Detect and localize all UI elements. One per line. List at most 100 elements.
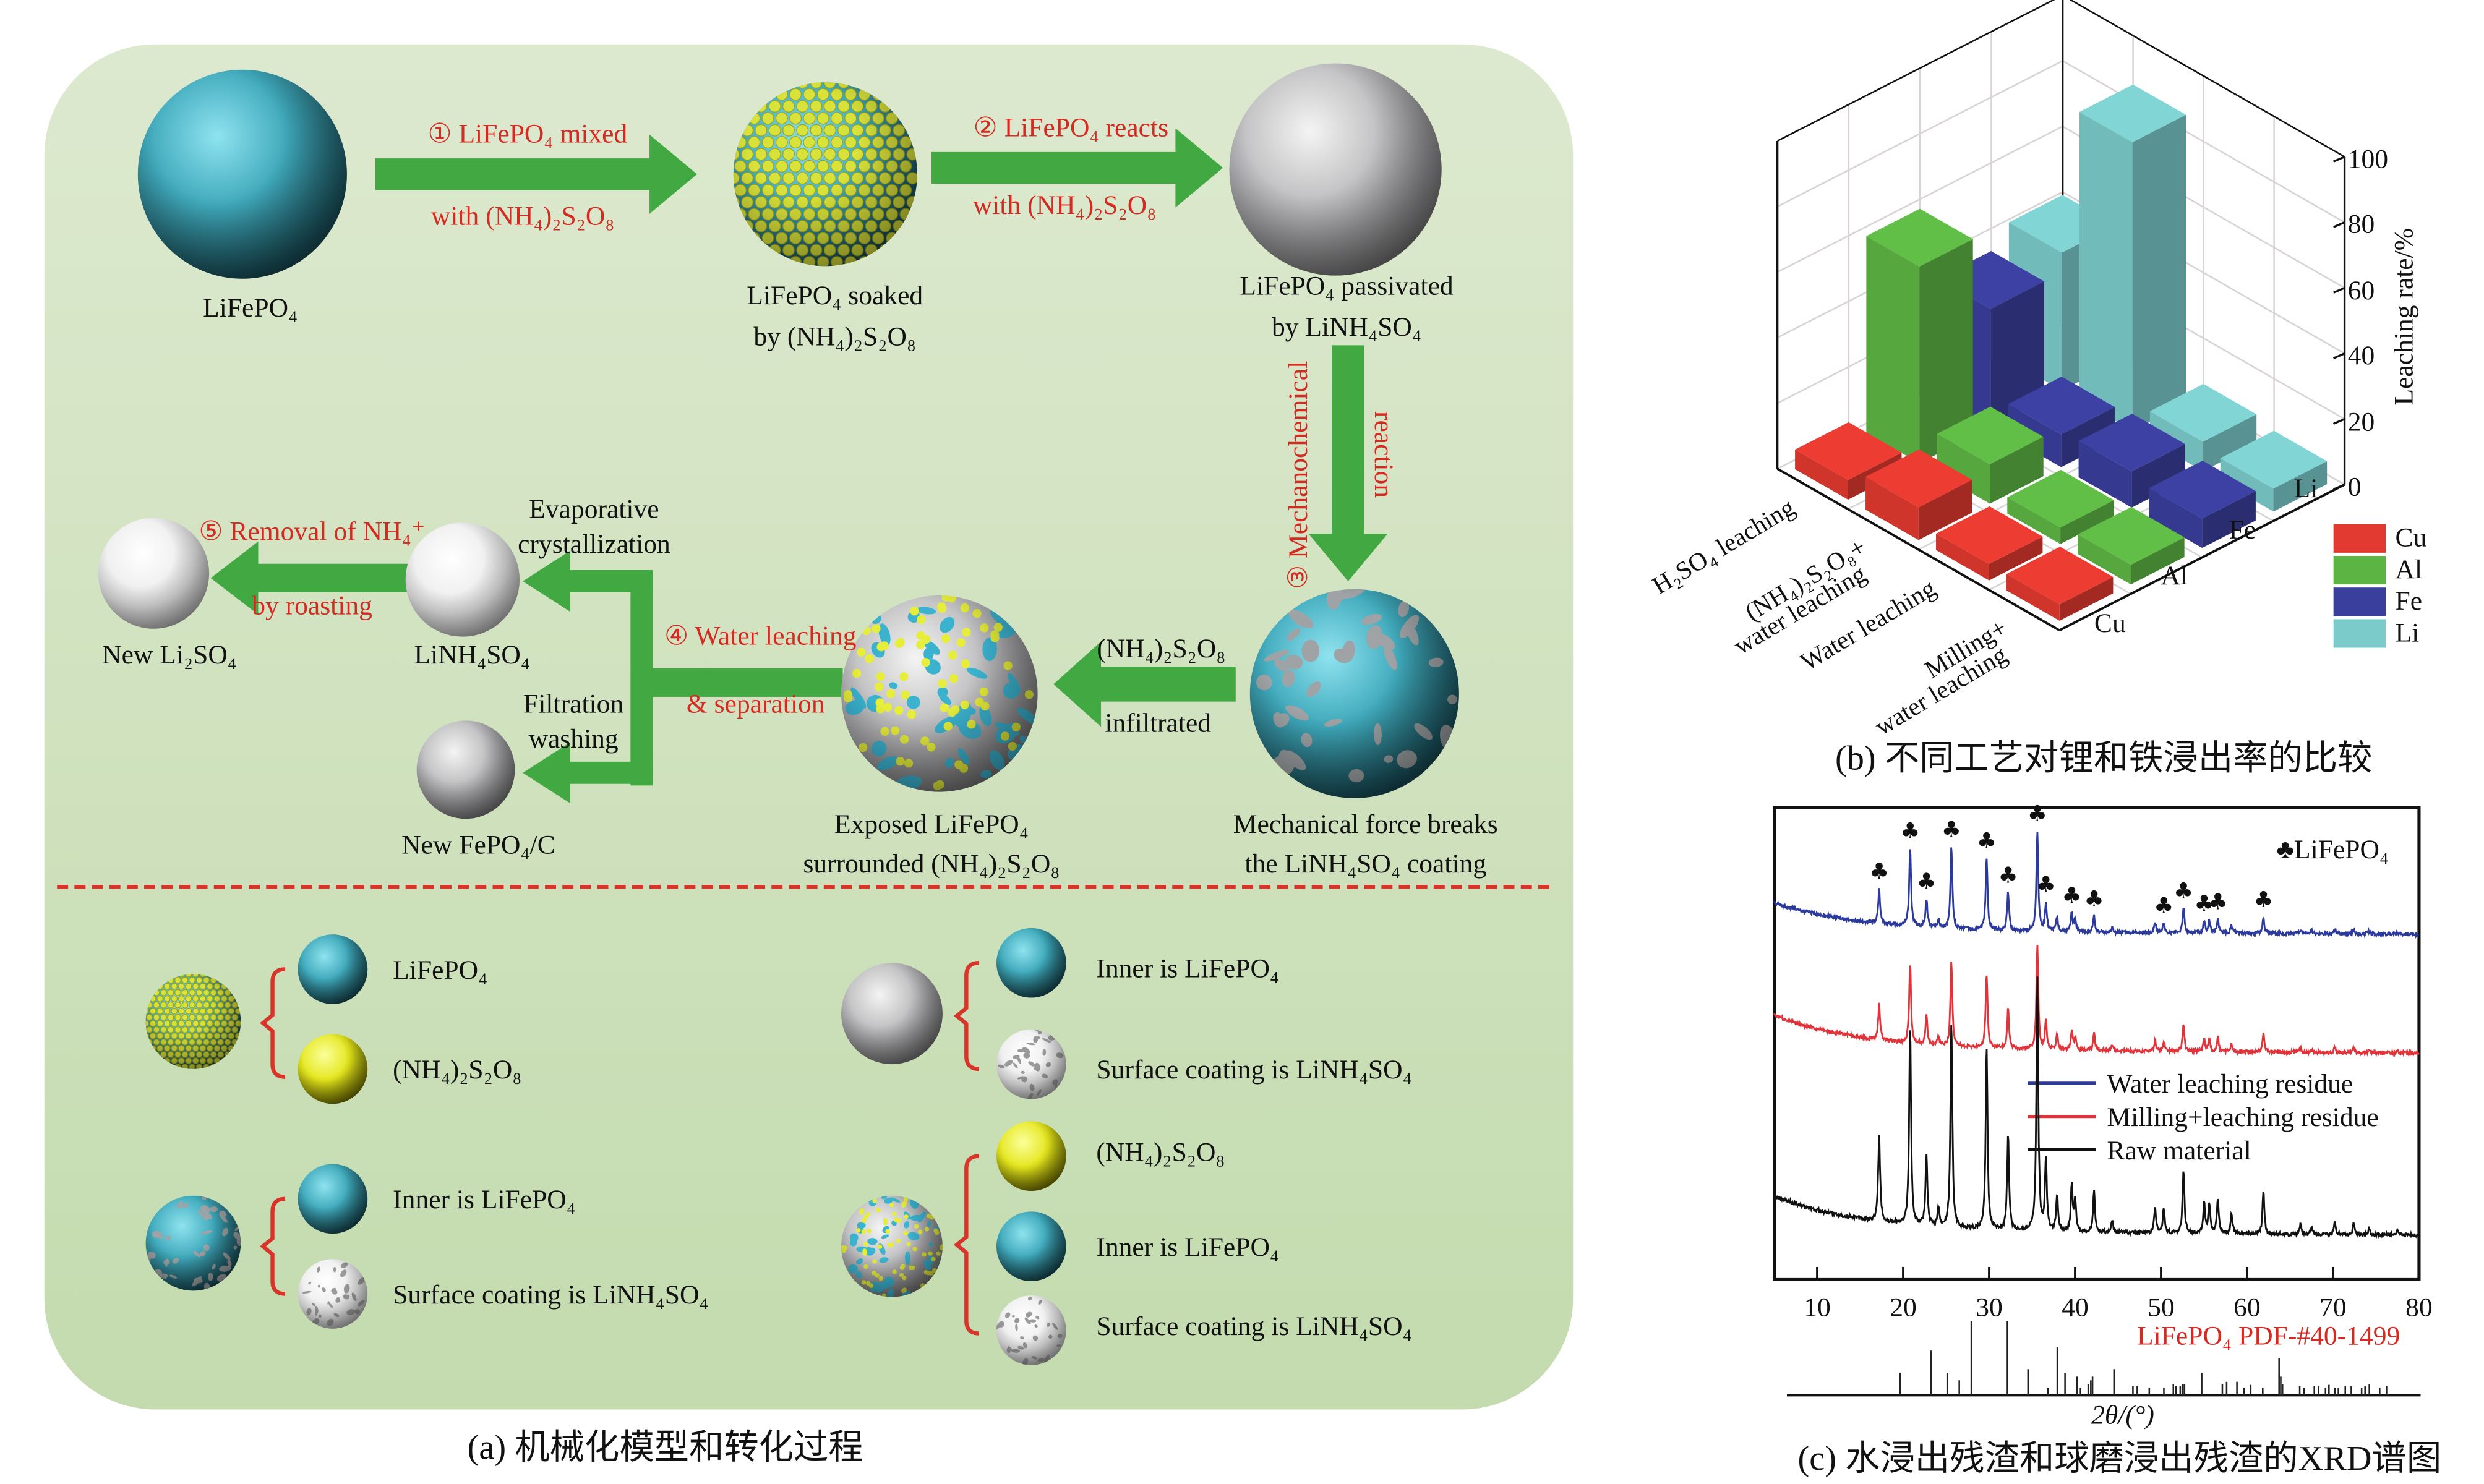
bar-right-face [1990,281,2044,427]
x-tick-label: 80 [2405,1292,2433,1323]
b-element-label-al: Al [2161,560,2188,591]
z-tick-label: 80 [2347,210,2375,240]
bar-cu [2006,547,2114,621]
club-marker-icon: ♣ [2154,893,2174,919]
x-tick-label: 10 [1804,1292,1831,1323]
arrow-evaporative [523,550,653,612]
bar-top-face [1866,208,1973,267]
bar-right-face [2060,500,2114,544]
sphere-broken-coating [1249,589,1459,798]
legend-swatch-cu [2333,524,2386,553]
c-legend-label: Water leaching residue [2107,1068,2353,1099]
sphere-shade [298,934,368,1004]
sphere-lifepo4 [137,69,347,279]
bar-top-face [1936,506,2043,565]
arrow-step3 [1308,345,1388,581]
bar-right-face [2131,537,2185,585]
sphere-shade [298,1034,368,1104]
grid-line [2069,0,2345,158]
arrow-step4-stem [641,668,843,697]
sphere-shade [98,518,210,629]
legend-sphere-passivated [841,963,943,1065]
z-tick [2332,221,2345,228]
arrow-infiltrate [1053,641,1236,727]
evaporative-2: crystallization [518,529,670,560]
bar-top-face [2149,383,2257,442]
arrow-step4-branch [630,570,653,786]
filtration-2: washing [528,723,619,754]
sphere-new-li2so4 [98,518,210,629]
b-element-label-li: Li [2293,473,2318,504]
bar-top-face [2006,547,2114,605]
bar-al [1937,406,2044,504]
filtration-1: Filtration [523,689,624,719]
bar-left-face [2006,574,2060,621]
z-tick-label: 60 [2347,275,2375,305]
club-marker-icon: ♣ [2174,879,2193,904]
sphere-shade [137,69,347,279]
club-marker-icon: ♣ [2084,887,2104,912]
bar-al [1866,208,1973,464]
legend-label: Surface coating is LiNH₄SO₄ [1096,1311,1412,1342]
bar-top-face [2008,377,2115,435]
arrow-step1 [375,134,697,214]
z-tick [2332,352,2345,359]
club-marker-icon: ♣ [2194,891,2214,916]
step2-bottom: with (NH₄)₂S₂O₈ [972,190,1157,221]
panel-b-chart [1776,0,2386,648]
sphere-shade [996,1029,1066,1099]
step2-top: ② LiFePO₄ reacts [973,112,1169,143]
sphere-shade [841,1195,943,1297]
xrd-line-water-leaching-residue [1773,832,2419,939]
sphere-exposed [841,595,1038,792]
bar-top-face [1865,449,1972,508]
label-exposed-2: surrounded (NH₄)₂S₂O₈ [803,848,1060,879]
grid-line [1777,0,2055,142]
sphere-new-fepo4 [416,720,515,819]
legend-sphere-exposed [841,1195,943,1297]
legend-label: Inner is LiFePO₄ [1096,1232,1280,1263]
legend-bracket [953,1154,979,1336]
plot-frame [1772,806,2421,1282]
club-marker-icon: ♣ [2036,872,2056,897]
legend-label: Surface coating is LiNH₄SO₄ [393,1279,709,1310]
club-marker-icon: ♣ [2208,890,2228,915]
sphere-shade [841,963,943,1065]
step3-left: ③ Mechanochemical [1283,360,1314,589]
legend-bracket [953,961,979,1072]
infiltrate-top: (NH₄)₂S₂O₈ [1097,633,1226,664]
bar-top-face [1937,406,2044,464]
sphere-shade [298,1164,368,1234]
club-marker-icon: ♣ [2062,883,2081,908]
legend-label: Inner is LiFePO₄ [393,1184,576,1215]
panel-c-chart: ♣♣♣♣♣♣♣♣♣♣♣♣♣♣♣ [1772,801,2421,1397]
b-element-label-cu: Cu [2094,608,2126,639]
bar-left-face [1936,534,1989,581]
bar-cu [1936,506,2043,581]
bar-top-face [2220,430,2328,489]
bar-right-face [2132,114,2186,431]
label-lifepo4: LiFePO₄ [203,292,298,323]
grid-line [2062,60,2345,223]
c-marker-legend: ♣LiFePO₄ [2276,834,2389,865]
step5-top: ⑤ Removal of NH₄⁺ [199,516,426,547]
legend-label: (NH₄)₂S₂O₈ [1096,1136,1225,1167]
b-element-label-fe: Fe [2229,514,2256,545]
z-tick [2332,418,2345,425]
bar-left-face [2078,441,2132,508]
bar-top-face [2007,469,2114,528]
label-new-li2so4: New Li₂SO₄ [102,639,237,670]
step3-right: reaction [1368,411,1399,498]
arrow-step5 [210,541,409,615]
b-zlabel: Leaching rate/% [2389,228,2419,406]
bar-left-face [2078,534,2131,585]
c-legend-label: Raw material [2107,1135,2251,1166]
sphere-shade [416,720,515,819]
panel-a-background [44,44,1574,1410]
arrow-step2 [931,128,1223,208]
step4-top: ④ Water leaching [664,620,857,651]
x-tick-label: 50 [2148,1292,2175,1323]
sphere-shade [1249,589,1459,798]
caption-c: (c) 水浸出残渣和球磨浸出残渣的XRD谱图 [1797,1438,2442,1478]
bar-left-face [2220,458,2274,512]
